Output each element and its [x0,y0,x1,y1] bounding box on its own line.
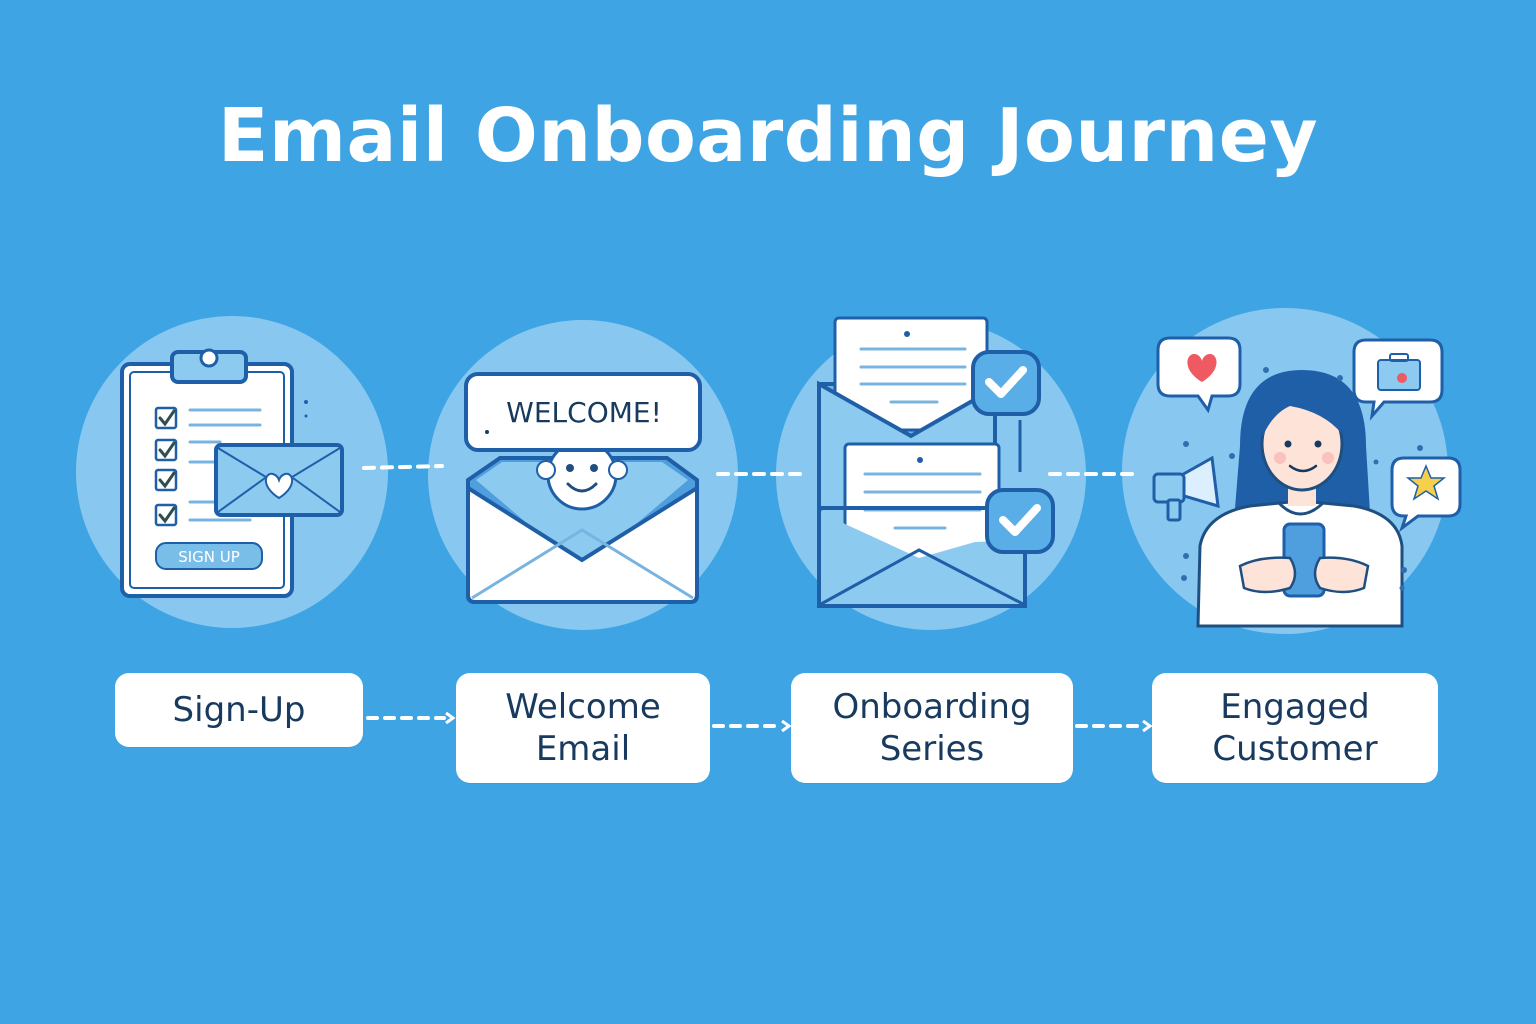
stage-label-line2: Customer [1212,729,1378,769]
engaged-customer-icon [1140,326,1470,628]
stage-label-line2: Series [879,729,985,769]
stacked-envelopes-icon [815,312,1065,612]
diagram-title: Email Onboarding Journey [217,93,1319,179]
stage-label-engaged-customer: Engaged Customer [1152,673,1438,783]
svg-text:WELCOME!: WELCOME! [506,396,662,429]
connector-3-4-dashes [1048,466,1134,487]
welcome-envelope-icon: WELCOME! [462,370,707,610]
connector-2-3-dashes [716,466,806,487]
stage-label-onboarding-series: Onboarding Series [791,673,1073,783]
stage-label-sign-up: Sign-Up [115,673,363,747]
stage-label-line1: Sign-Up [172,690,306,730]
svg-text:SIGN UP: SIGN UP [178,548,240,566]
arrow-onboarding-to-engaged [1073,718,1153,739]
stage-label-line1: Engaged [1220,687,1370,727]
stage-label-line1: Welcome [505,687,661,727]
clipboard-signup-icon: SIGN UP [110,340,360,605]
stage-label-line2: Email [535,729,631,769]
stage-label-line1: Onboarding [832,687,1032,727]
connector-1-2-dashes [362,460,444,481]
arrow-signup-to-welcome [364,710,456,731]
arrow-welcome-to-onboarding [710,718,792,739]
stage-label-welcome-email: Welcome Email [456,673,710,783]
